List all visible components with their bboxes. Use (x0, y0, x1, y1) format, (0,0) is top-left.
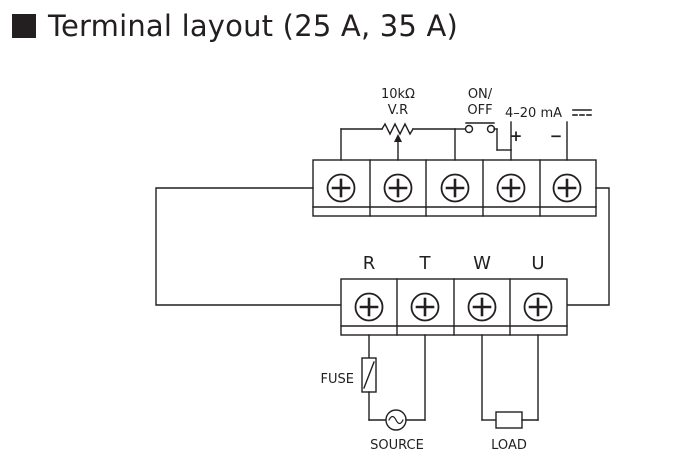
terminal-label-t: T (419, 253, 432, 274)
load-icon (495, 411, 523, 429)
load-circuit (481, 334, 539, 429)
minus-sign: − (550, 127, 563, 145)
on-off-switch (454, 122, 512, 161)
power-terminal-t[interactable] (410, 292, 440, 322)
source-label: SOURCE (370, 438, 424, 453)
variable-resistor-icon (381, 122, 414, 136)
switch-label-off: OFF (467, 103, 492, 118)
vr-value-label: 10kΩ (381, 87, 415, 102)
load-label: LOAD (491, 438, 527, 453)
terminal-label-u: U (531, 253, 544, 274)
control-terminal-3[interactable] (440, 173, 470, 203)
vr-wiring (340, 122, 456, 161)
square-icon (12, 14, 36, 38)
control-terminal-4[interactable] (496, 173, 526, 203)
terminal-label-w: W (473, 253, 491, 274)
power-terminal-u[interactable] (523, 292, 553, 322)
control-terminal-1[interactable] (326, 173, 356, 203)
terminal-label-r: R (363, 253, 376, 274)
control-terminal-block (312, 159, 597, 217)
control-terminal-2[interactable] (383, 173, 413, 203)
dc-symbol-icon (572, 109, 592, 116)
control-terminal-5[interactable] (552, 173, 582, 203)
plus-sign: + (510, 127, 523, 145)
power-terminal-w[interactable] (467, 292, 497, 322)
fuse-label: FUSE (321, 372, 354, 387)
signal-label: 4–20 mA (505, 106, 562, 121)
signal-wiring (510, 121, 568, 161)
switch-label-on: ON/ (468, 87, 493, 102)
source-circuit (361, 334, 426, 431)
loop-wiring (155, 187, 610, 306)
vr-label: V.R (388, 103, 408, 118)
title-text: Terminal layout (25 A, 35 A) (48, 9, 459, 43)
diagram-labels: 10kΩ V.R ON/ OFF 4–20 mA + − R T W U FUS… (321, 87, 563, 453)
page-title: Terminal layout (25 A, 35 A) (12, 6, 458, 46)
power-terminal-r[interactable] (354, 292, 384, 322)
